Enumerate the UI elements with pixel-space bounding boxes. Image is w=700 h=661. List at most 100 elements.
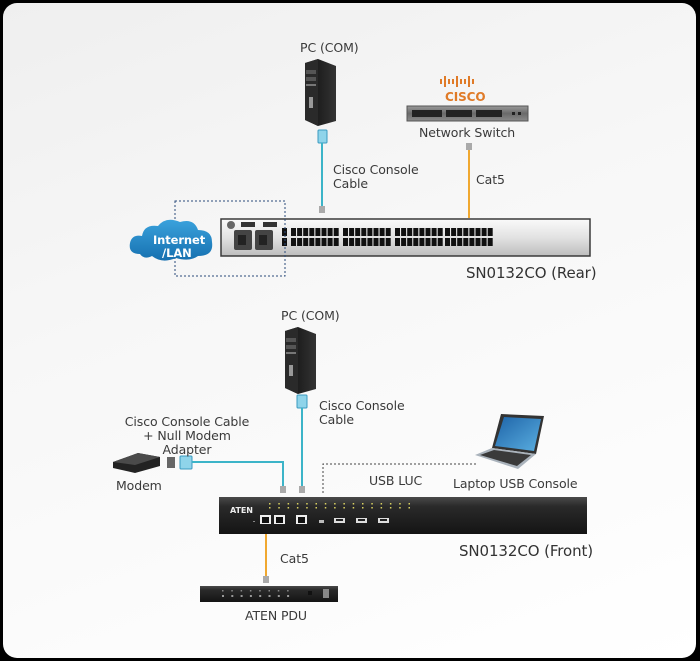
rj45-port <box>315 228 321 236</box>
front-led-row <box>269 503 410 509</box>
aten-pdu-label: ATEN PDU <box>245 608 307 623</box>
db9-connector-icon-rear <box>317 129 328 144</box>
cloud-label-line1: Internet <box>153 233 206 247</box>
rj45-port <box>401 238 407 246</box>
pc-tower-icon-front <box>285 327 316 394</box>
rj45-port <box>395 238 400 246</box>
status-led <box>362 503 364 505</box>
status-led <box>380 507 383 509</box>
sn0132co-front-unit <box>219 497 587 534</box>
status-led <box>296 507 299 509</box>
rj45-port <box>282 238 287 246</box>
status-led <box>296 503 299 505</box>
status-led <box>389 507 392 509</box>
pdu-outlet-led <box>287 590 289 592</box>
rj45-port <box>437 238 443 246</box>
rj45-port <box>457 238 463 246</box>
rj45-port <box>475 238 481 246</box>
status-led <box>352 503 355 505</box>
rj45-port <box>385 238 391 246</box>
rj45-port <box>349 238 355 246</box>
modem-cable-label-3: Adapter <box>162 442 212 457</box>
rj45-port <box>343 238 348 246</box>
pdu-outlet <box>259 595 262 597</box>
rj45-port <box>425 228 431 236</box>
rj45-port <box>451 228 457 236</box>
status-led <box>334 503 336 505</box>
pc-tower-icon-rear <box>305 59 336 126</box>
rj45-port <box>469 238 475 246</box>
rj45-port <box>315 238 321 246</box>
rj45-port <box>395 228 400 236</box>
status-led <box>399 507 401 509</box>
pdu-outlet-led <box>222 590 224 592</box>
rj45-port <box>425 238 431 246</box>
rj45-port <box>349 228 355 236</box>
network-switch-label: Network Switch <box>419 125 516 140</box>
pdu-outlet <box>287 595 290 597</box>
internet-cloud-icon <box>129 219 213 261</box>
aten-pdu-icon <box>200 586 338 602</box>
status-led <box>324 507 327 509</box>
pc-label-rear: PC (COM) <box>300 40 359 55</box>
rj45-port <box>407 228 413 236</box>
usb-luc-label: USB LUC <box>369 473 423 488</box>
rj45-port <box>321 228 327 236</box>
status-led <box>278 503 280 505</box>
pdu-outlet-led <box>240 590 243 592</box>
status-led <box>269 507 271 509</box>
front-device-label: SN0132CO (Front) <box>459 542 594 560</box>
rj45-port <box>445 228 450 236</box>
rj45-port <box>327 238 333 246</box>
cisco-logo-icon <box>440 76 474 87</box>
rj45-port <box>355 238 361 246</box>
modem-cable-label-1: Cisco Console Cable <box>124 414 250 429</box>
rj45-port <box>475 228 481 236</box>
rj45-port <box>463 228 469 236</box>
diagram-canvas: PC (COM) CISCO Network Switch Cisco Cons… <box>3 3 696 658</box>
rj45-port <box>361 238 367 246</box>
rj45-port <box>445 238 450 246</box>
rj45-port <box>463 238 469 246</box>
rj45-port <box>481 238 487 246</box>
status-led <box>371 503 373 505</box>
status-led <box>343 507 345 509</box>
rj45-port <box>431 238 437 246</box>
db9-connector-icon-front <box>296 394 308 409</box>
rj45-port <box>361 228 367 236</box>
status-led <box>287 507 290 509</box>
modem-label: Modem <box>116 478 162 493</box>
rj45-port <box>401 228 407 236</box>
pdu-outlet-led <box>277 590 280 592</box>
rear-device-label: SN0132CO (Rear) <box>466 264 597 282</box>
pdu-outlet <box>240 595 243 597</box>
status-led <box>324 503 327 505</box>
network-switch-icon <box>406 105 529 122</box>
status-led <box>389 503 392 505</box>
rj45-port <box>367 238 373 246</box>
pdu-outlet <box>231 595 234 597</box>
rj45-port <box>303 238 309 246</box>
status-led <box>334 507 336 509</box>
rj45-port <box>379 238 385 246</box>
pdu-outlet-led <box>259 590 261 592</box>
rj45-port <box>487 238 493 246</box>
rj45-port <box>469 228 475 236</box>
pdu-outlet-led <box>231 590 233 592</box>
status-led <box>408 503 410 505</box>
laptop-label: Laptop USB Console <box>453 476 578 491</box>
rj45-port <box>291 238 296 246</box>
pdu-outlet <box>222 595 224 597</box>
rj45-port <box>297 228 303 236</box>
aten-brand-logo: ATEN <box>230 506 253 515</box>
console-cable-label-front-2: Cable <box>319 412 354 427</box>
usb-luc-dotted-line <box>322 463 476 493</box>
rj45-port <box>303 228 309 236</box>
rj45-port <box>333 228 339 236</box>
rj45-port <box>297 238 303 246</box>
rj45-port <box>367 228 373 236</box>
rj45-port <box>451 238 457 246</box>
pdu-outlet-led <box>249 590 252 592</box>
status-led <box>399 503 401 505</box>
rj45-port <box>309 238 315 246</box>
